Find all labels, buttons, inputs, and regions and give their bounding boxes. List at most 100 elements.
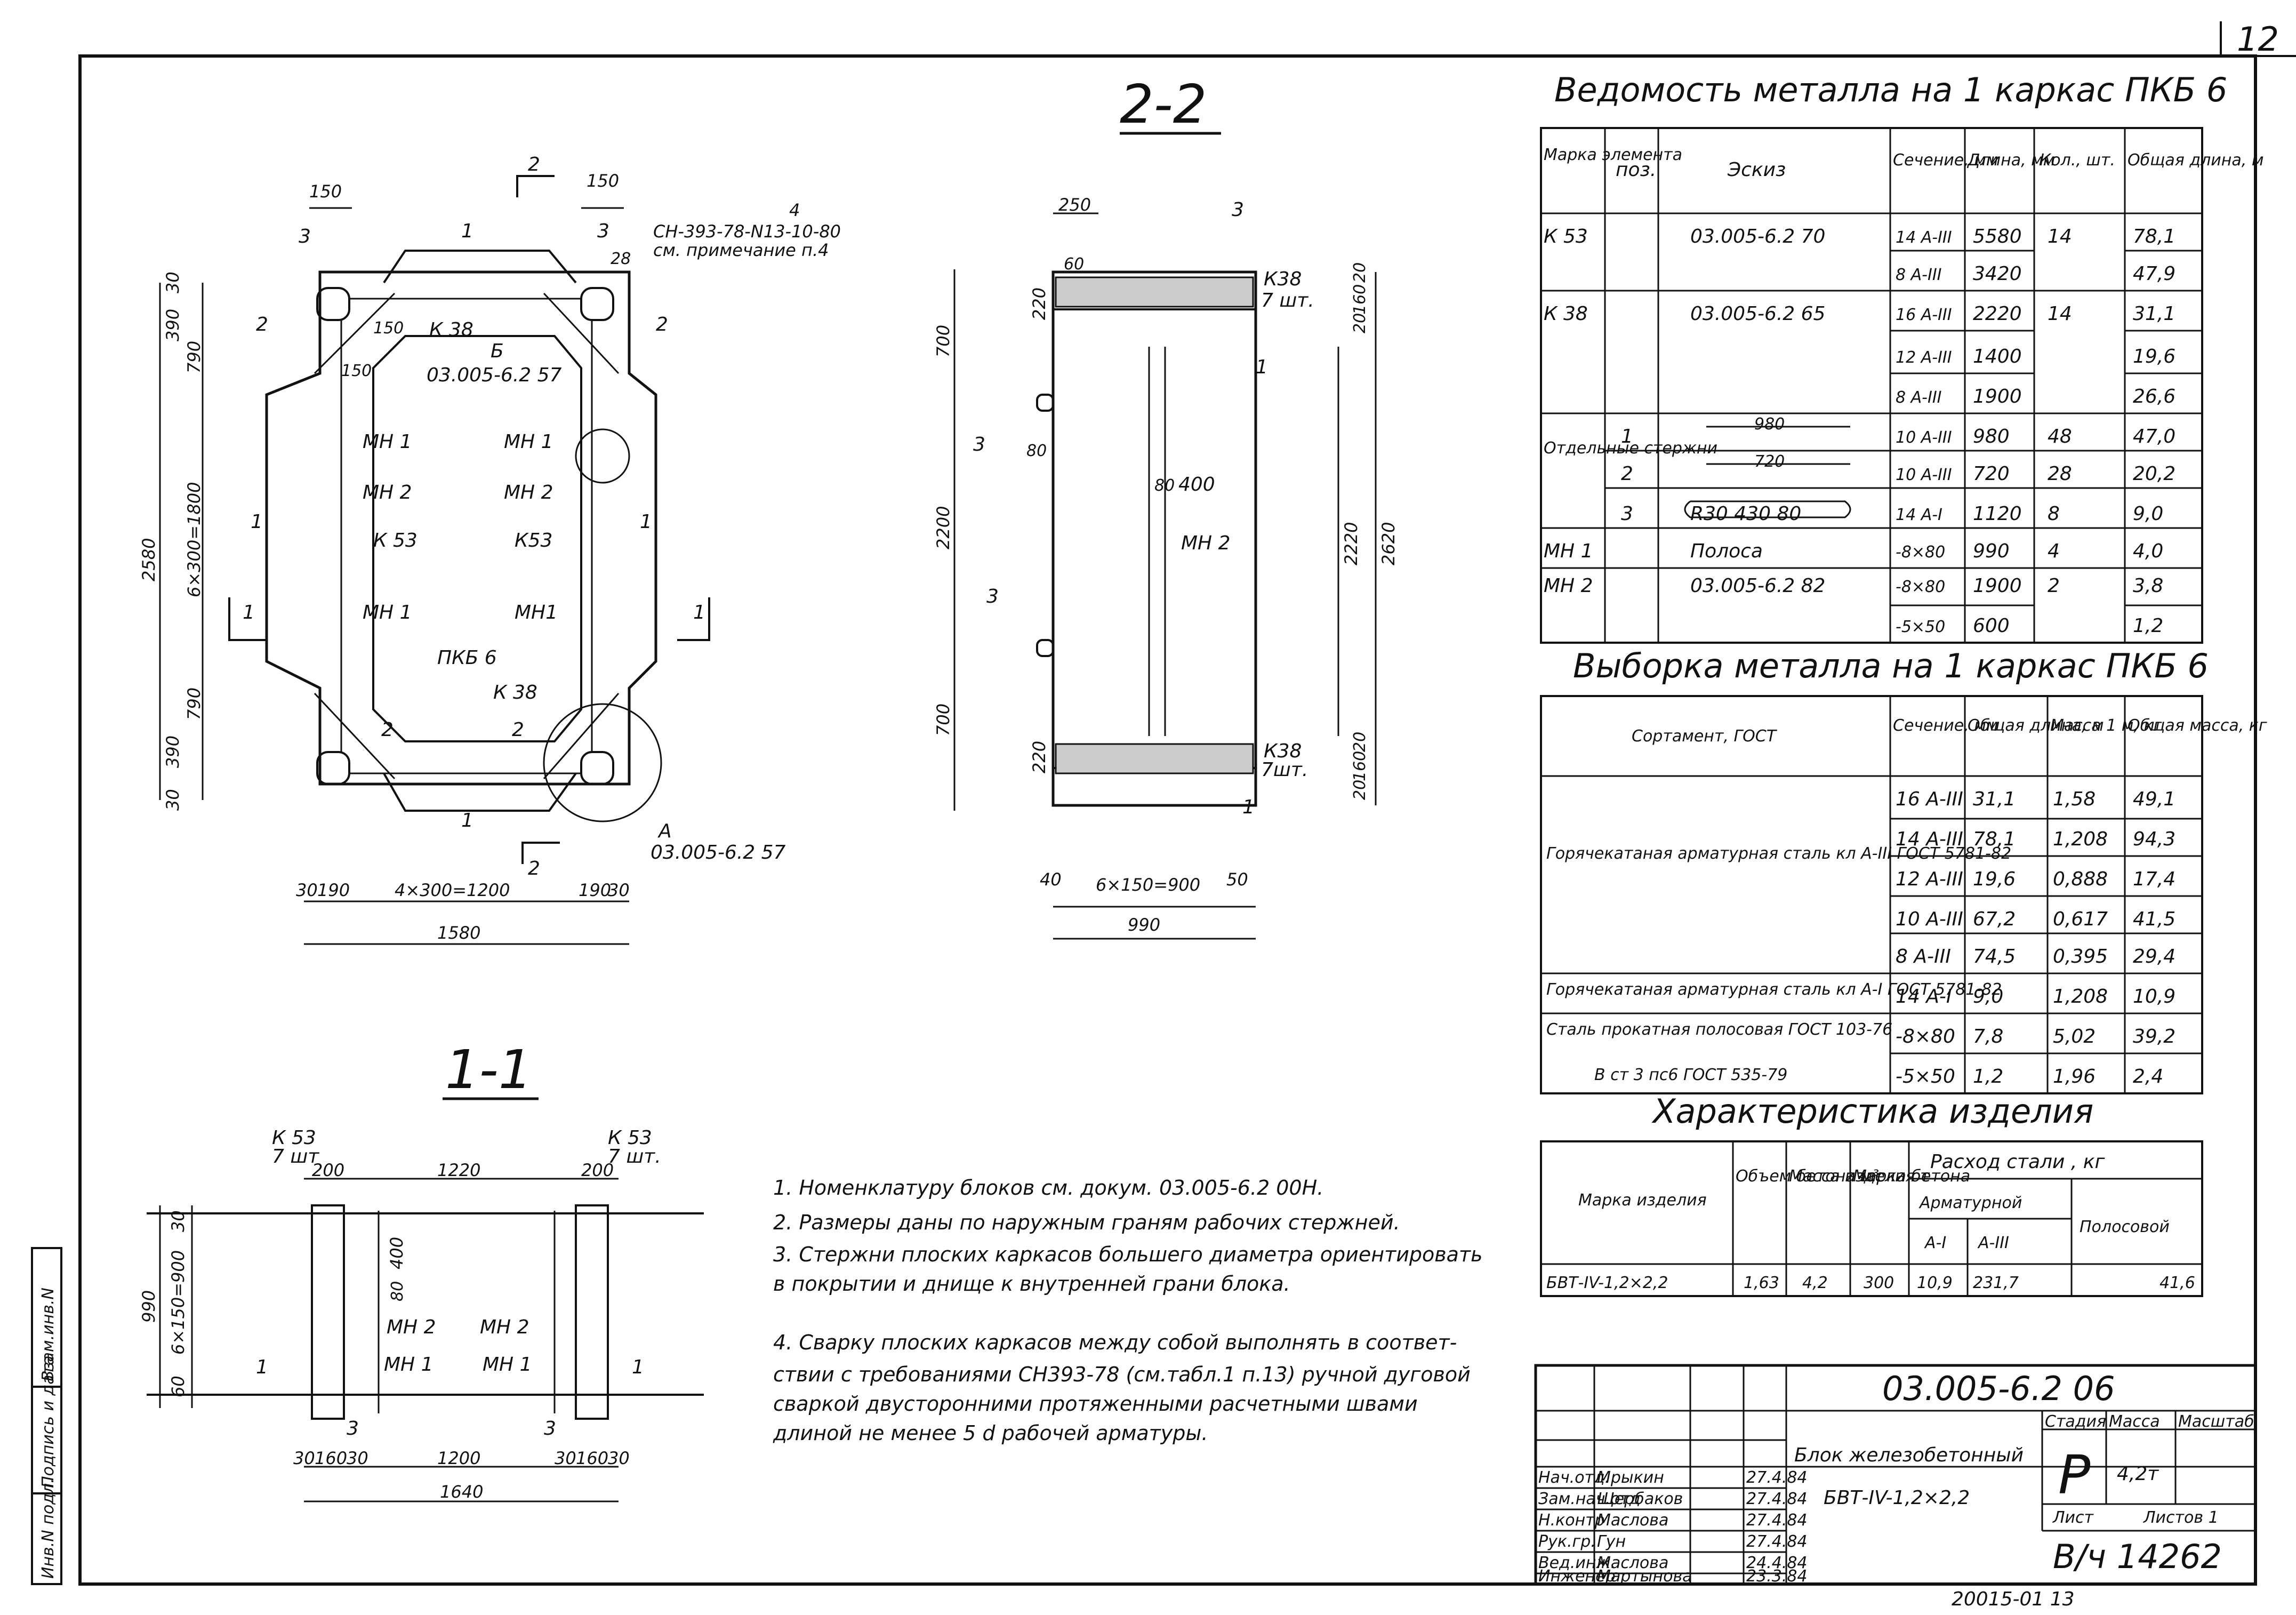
- dim: 20: [1351, 780, 1369, 800]
- dim: 30: [163, 271, 183, 293]
- metal-cell: 4: [2048, 540, 2060, 562]
- selection-cell: 31,1: [1973, 788, 2016, 810]
- dim: 790: [184, 687, 204, 720]
- selection-cell: 41,5: [2133, 908, 2175, 930]
- metal-cell: 4,0: [2133, 540, 2163, 562]
- dim: 6×300=1800: [184, 482, 204, 598]
- label: 1: [1242, 796, 1255, 818]
- metal-h-sketch: Эскиз: [1727, 159, 1786, 181]
- label: 2: [512, 719, 524, 741]
- characteristics-table: Характеристика изделия Марка изделия Объ…: [1540, 1092, 2203, 1297]
- notes: 1. Номенклатуру блоков см. докум. 03.005…: [773, 1176, 1483, 1445]
- dim: 30: [347, 1448, 368, 1468]
- metal-cell: 2: [2048, 575, 2060, 597]
- label: МН 1: [363, 602, 412, 623]
- sel-h-len: Общая длина, м: [1968, 716, 2104, 735]
- staff-name: Щербаков: [1597, 1490, 1683, 1508]
- note-line: длиной не менее 5 d рабочей арматуры.: [773, 1421, 1208, 1445]
- metal-cell: 1: [1621, 426, 1633, 447]
- label: МН1: [515, 602, 558, 623]
- char-h-strip: Полосовой: [2080, 1218, 2170, 1236]
- section-1-1: 1-1 К 53 7 шт К 53 7 шт. 200 1220 200 30…: [139, 1038, 704, 1502]
- metal-sheet-title: Ведомость металла на 1 каркас ПКБ 6: [1554, 70, 2227, 109]
- char-h-a1: А-I: [1924, 1234, 1946, 1252]
- char-h-mark: Марка изделия: [1578, 1191, 1707, 1210]
- dim: 60: [168, 1376, 188, 1397]
- note-line: 3. Стержни плоских каркасов большего диа…: [773, 1243, 1483, 1266]
- metal-h-mark: Марка элемента: [1544, 146, 1682, 164]
- dim: 200: [312, 1160, 344, 1180]
- selection-cell: 67,2: [1973, 908, 2016, 930]
- dim: 990: [139, 1290, 159, 1323]
- metal-cell: -8×80: [1896, 578, 1945, 596]
- tb-stage: Р: [2058, 1444, 2091, 1506]
- selection-cell: 14 А-III: [1896, 828, 1963, 850]
- label: 2: [656, 314, 668, 335]
- metal-cell: -5×50: [1896, 618, 1945, 636]
- selection-cell: 49,1: [2133, 788, 2175, 810]
- k38-top-count: 7 шт.: [1261, 290, 1314, 311]
- metal-cell: 980: [1754, 415, 1785, 434]
- selection-cell: 94,3: [2133, 828, 2175, 850]
- selection-cell: 9,0: [1973, 986, 2003, 1008]
- label: 1: [632, 1356, 644, 1378]
- elevation-view: 250 3 1 3 80 80 400 МН 2 3 1 60 К38 7 шт…: [933, 195, 1399, 940]
- metal-cell: 19,6: [2133, 346, 2175, 367]
- label: 3: [973, 434, 985, 455]
- staff-date: 27.4.84: [1746, 1532, 1808, 1551]
- dim: 4×300=1200: [395, 880, 510, 900]
- metal-cell: 31,1: [2133, 303, 2175, 325]
- elevation-outline: [1051, 270, 1257, 807]
- selection-cell: 1,2: [1973, 1066, 2003, 1088]
- char-h-concrete: Марка бетона: [1853, 1167, 1970, 1186]
- label: 3: [299, 226, 311, 247]
- dim: 2220: [1341, 522, 1361, 565]
- sel-h-mass1: Масса 1 м, кг: [2050, 716, 2162, 735]
- dim: 790: [184, 341, 204, 373]
- title-block: 03.005-6.2 06 Блок железобетонный БВТ-IV…: [1534, 1364, 2257, 1610]
- label: 2: [381, 719, 394, 741]
- metal-cell: 48: [2048, 426, 2072, 447]
- staff-date: 27.4.84: [1746, 1511, 1808, 1530]
- staff-role: Инженер: [1538, 1567, 1616, 1586]
- cut-mark-1-left: 1: [243, 602, 255, 623]
- dim: 20: [1351, 732, 1369, 752]
- dim: 160: [576, 1448, 608, 1468]
- staff-date: 23.3.84: [1746, 1567, 1808, 1586]
- tb-doc-code: 03.005-6.2 06: [1882, 1369, 2115, 1408]
- tb-sheets: Листов 1: [2143, 1508, 2219, 1527]
- dim: 20: [1351, 313, 1369, 333]
- selection-cell: 1,96: [2053, 1066, 2096, 1088]
- metal-cell: 03.005-6.2 70: [1690, 226, 1825, 247]
- metal-cell: 2220: [1973, 303, 2022, 325]
- sel-group1: Горячекатаная арматурная сталь кл А-III …: [1546, 844, 2011, 863]
- metal-cell: 10 А-III: [1896, 466, 1952, 484]
- note-line: 4. Сварку плоских каркасов между собой в…: [773, 1331, 1457, 1354]
- metal-cell: 8: [2048, 503, 2060, 525]
- selection-cell: 0,617: [2053, 908, 2108, 930]
- metal-h-total: Общая длина, м: [2128, 151, 2263, 170]
- dim: 2200: [933, 506, 953, 549]
- callout-b: Б: [491, 340, 504, 362]
- label: МН 2: [387, 1316, 436, 1338]
- char-h-steel: Расход стали , кг: [1930, 1151, 2106, 1173]
- metal-cell: 20,2: [2133, 463, 2175, 485]
- cut-mark-2-bottom: 2: [528, 858, 540, 880]
- metal-cell: 78,1: [2133, 226, 2175, 247]
- side-stamp-replace: Взам.инв.N: [39, 1288, 58, 1381]
- metal-cell: Отдельные стержни: [1544, 439, 1717, 458]
- label: 150: [373, 319, 404, 338]
- metal-cell: 9,0: [2133, 503, 2163, 525]
- metal-cell: R30 430 80: [1690, 503, 1801, 525]
- label: МН 1: [384, 1354, 433, 1376]
- selection-cell: 0,888: [2053, 868, 2108, 890]
- cut-mark-1-right: 1: [693, 602, 705, 623]
- dim: 390: [163, 309, 183, 341]
- selection-cell: 0,395: [2053, 946, 2108, 968]
- selection-cell: 17,4: [2133, 868, 2175, 890]
- label: 3: [597, 220, 609, 242]
- label: К 38: [493, 682, 537, 703]
- dim: 30: [555, 1448, 576, 1468]
- selection-table: Выборка металла на 1 каркас ПКБ 6 Сортам…: [1540, 646, 2267, 1094]
- metal-cell: 03.005-6.2 65: [1690, 303, 1825, 325]
